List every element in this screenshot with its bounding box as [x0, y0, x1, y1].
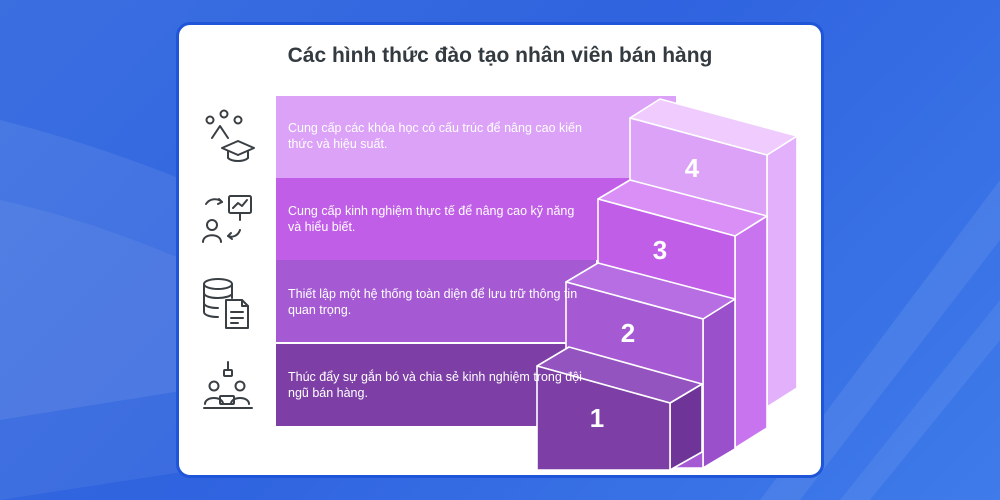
team-collaboration-icon — [198, 358, 258, 418]
band-step-3 — [276, 178, 636, 260]
band-step-2 — [276, 260, 596, 342]
step-2-text: Thiết lập một hệ thống toàn diện để lưu … — [288, 287, 578, 317]
presenter-chart-icon — [198, 190, 258, 250]
page-title: Các hình thức đào tạo nhân viên bán hàng — [287, 44, 713, 67]
people-graduation-icon — [198, 108, 258, 168]
step-4-text: Cung cấp các khóa học có cấu trúc để nân… — [288, 121, 582, 151]
step-1-text: Thúc đẩy sự gắn bó và chia sẻ kinh nghiệ… — [288, 370, 582, 400]
band-step-4 — [276, 96, 676, 178]
database-document-icon — [198, 274, 258, 334]
step-3-text: Cung cấp kinh nghiệm thực tế để nâng cao… — [288, 204, 575, 234]
band-step-1 — [276, 344, 566, 426]
